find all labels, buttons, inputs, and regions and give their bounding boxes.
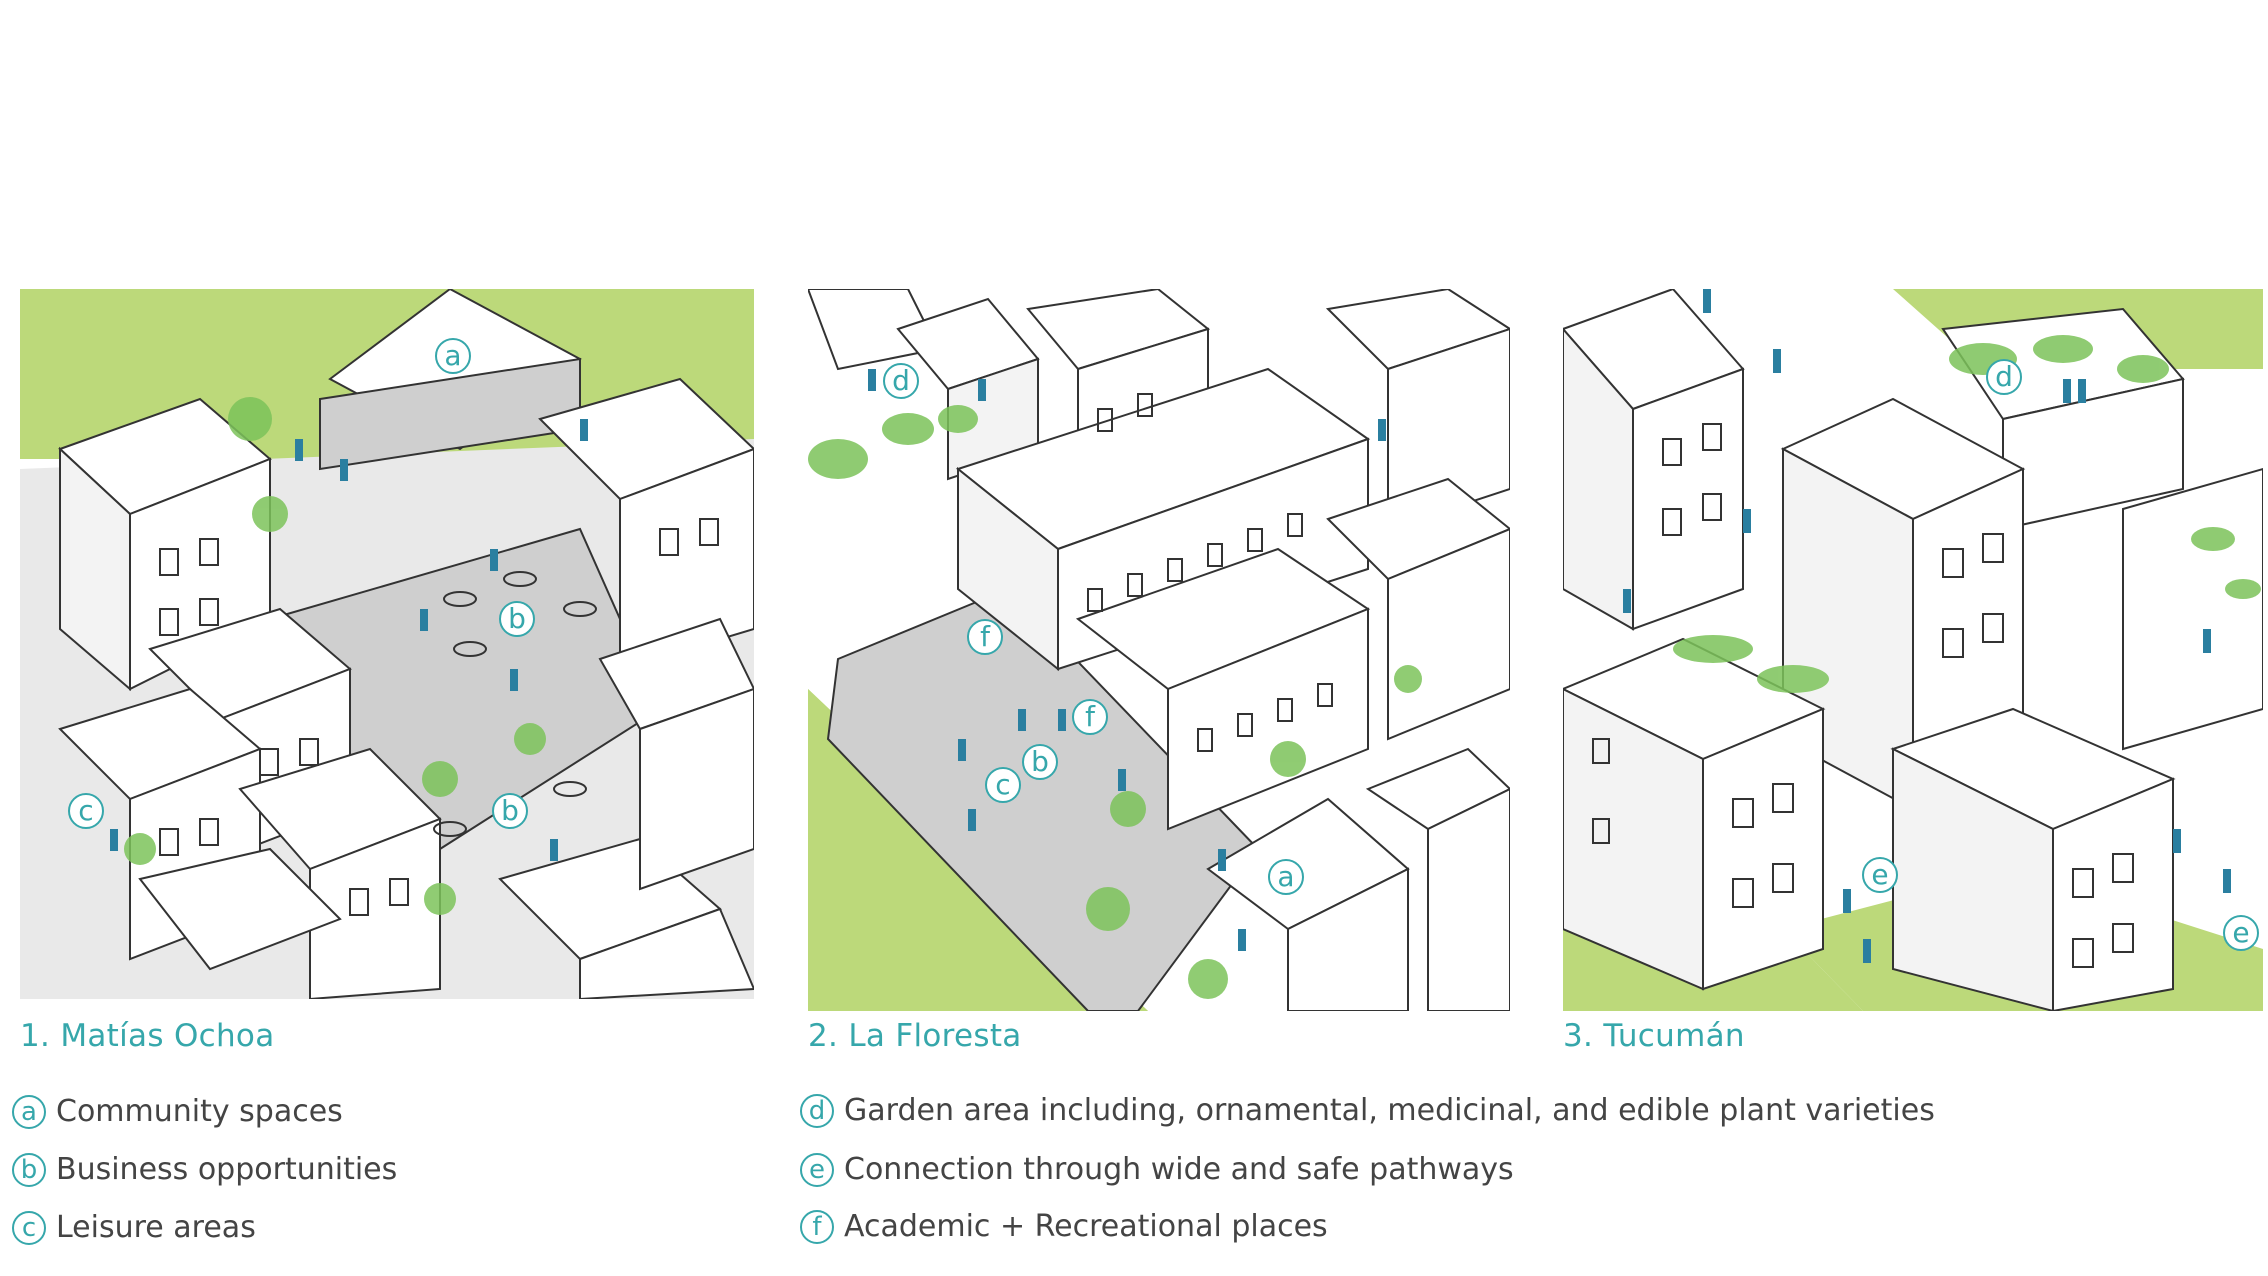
marker-f: f [1085,700,1096,733]
legend-label: Academic + Recreational places [844,1209,1328,1244]
axonometric-panel-la-floresta: d f f b c a [808,289,1510,1011]
legend-label: Connection through wide and safe pathway… [844,1152,1514,1187]
marker-e: e [2232,916,2249,949]
legend-marker: b [12,1152,46,1187]
legend-label: Business opportunities [56,1152,398,1187]
legend-marker: a [12,1094,46,1129]
panel-caption-2: 2. La Floresta [808,1018,1022,1054]
marker-b: b [508,602,526,635]
panel-caption-1: 1. Matías Ochoa [20,1018,275,1054]
legend-marker: f [800,1209,834,1244]
legend-item-e: e Connection through wide and safe pathw… [800,1152,1514,1187]
marker-d: d [1995,360,2013,393]
legend-item-a: a Community spaces [12,1094,343,1129]
legend-marker: c [12,1210,46,1245]
marker-b: b [501,794,519,827]
marker-d: d [892,364,910,397]
axonometric-panel-tucuman: d e e [1563,289,2263,1011]
panel-caption-3: 3. Tucumán [1563,1018,1745,1054]
marker-a: a [444,339,461,372]
marker-c: c [995,768,1010,801]
marker-c: c [78,794,93,827]
axonometric-drawing-3: d e e [1563,289,2263,1011]
legend-item-c: c Leisure areas [12,1210,256,1245]
legend-item-d: d Garden area including, ornamental, med… [800,1093,1935,1128]
axonometric-drawing-2: d f f b c a [808,289,1510,1011]
legend-label: Leisure areas [56,1210,256,1245]
legend-label: Community spaces [56,1094,343,1129]
marker-b: b [1031,745,1049,778]
legend-marker: d [800,1093,834,1128]
legend-label: Garden area including, ornamental, medic… [844,1093,1935,1128]
axonometric-panel-matias-ochoa: a b b c [20,289,754,999]
legend-item-f: f Academic + Recreational places [800,1209,1328,1244]
marker-f: f [980,620,991,653]
marker-e: e [1871,858,1888,891]
legend-marker: e [800,1152,834,1187]
axonometric-drawing-1: a b b c [20,289,754,999]
marker-a: a [1277,860,1294,893]
legend-item-b: b Business opportunities [12,1152,397,1187]
